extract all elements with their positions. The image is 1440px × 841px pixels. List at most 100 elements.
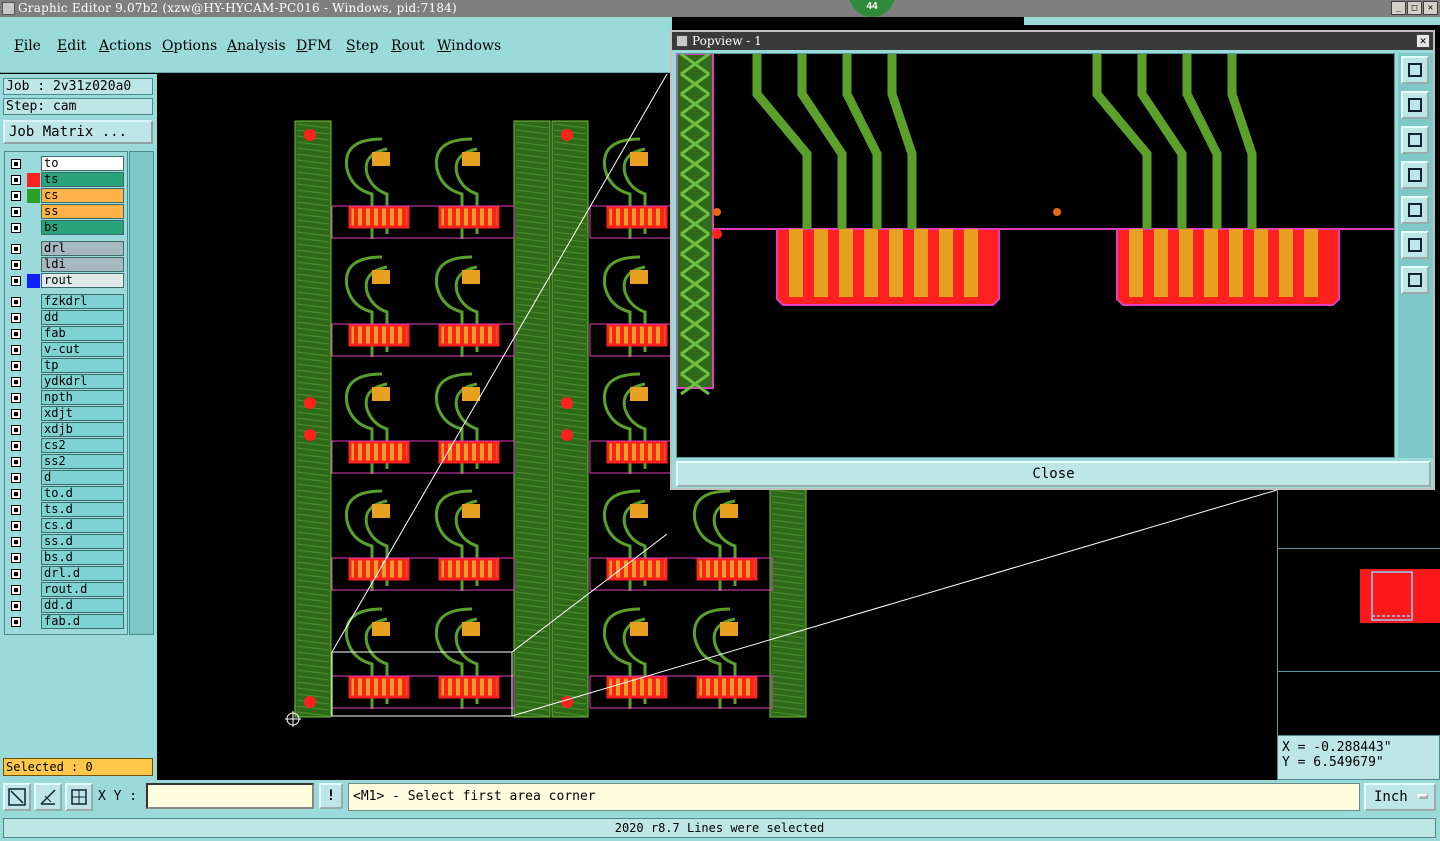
layer-name[interactable]: tp xyxy=(41,358,124,373)
exclamation-button[interactable]: ! xyxy=(319,783,343,809)
layer-row-v-cut[interactable]: v-cut xyxy=(5,342,127,358)
layer-row-ydkdrl[interactable]: ydkdrl xyxy=(5,374,127,390)
layer-name[interactable]: to.d xyxy=(41,486,124,501)
layer-checkbox[interactable] xyxy=(11,489,21,499)
layer-name[interactable]: fab xyxy=(41,326,124,341)
layer-row-dd-d[interactable]: dd.d xyxy=(5,598,127,614)
grid-icon[interactable] xyxy=(65,783,93,811)
layer-row-ss[interactable]: ss xyxy=(5,204,127,220)
layer-name[interactable]: dd xyxy=(41,310,124,325)
close-window-button[interactable]: ✕ xyxy=(1423,1,1438,15)
layer-checkbox[interactable] xyxy=(11,537,21,547)
menu-windows[interactable]: Windows xyxy=(437,38,502,54)
layer-checkbox[interactable] xyxy=(11,244,21,254)
menu-options[interactable]: Options xyxy=(162,38,218,54)
layer-name[interactable]: ss xyxy=(41,204,124,219)
overview-map[interactable] xyxy=(1278,548,1440,672)
layer-color-swatch[interactable] xyxy=(27,583,40,597)
xy-input[interactable] xyxy=(146,783,314,809)
layer-checkbox[interactable] xyxy=(11,345,21,355)
layer-checkbox[interactable] xyxy=(11,207,21,217)
menu-step[interactable]: Step xyxy=(346,38,379,54)
menu-edit[interactable]: Edit xyxy=(57,38,87,54)
layer-row-rout-d[interactable]: rout.d xyxy=(5,582,127,598)
layer-checkbox[interactable] xyxy=(11,409,21,419)
layer-name[interactable]: rout.d xyxy=(41,582,124,597)
layer-name[interactable]: v-cut xyxy=(41,342,124,357)
layer-checkbox[interactable] xyxy=(11,191,21,201)
menu-file[interactable]: File xyxy=(14,38,41,54)
layer-checkbox[interactable] xyxy=(11,505,21,515)
layer-name[interactable]: drl xyxy=(41,241,124,256)
board-view[interactable] xyxy=(157,74,1277,780)
layer-color-swatch[interactable] xyxy=(27,407,40,421)
pan-right-icon[interactable] xyxy=(1401,196,1429,224)
snap-icon[interactable] xyxy=(3,783,31,811)
zoom-window-icon[interactable] xyxy=(1401,56,1429,84)
layer-name[interactable]: ldi xyxy=(41,257,124,272)
layer-color-swatch[interactable] xyxy=(27,295,40,309)
popview-close-icon[interactable]: ✕ xyxy=(1416,34,1430,48)
layer-color-swatch[interactable] xyxy=(27,157,40,171)
layer-name[interactable]: ts.d xyxy=(41,502,124,517)
layer-row-rout[interactable]: rout xyxy=(5,273,127,289)
layer-row-cs-d[interactable]: cs.d xyxy=(5,518,127,534)
minimize-button[interactable]: _ xyxy=(1391,1,1406,15)
menu-dfm[interactable]: DFM xyxy=(296,38,332,54)
layer-color-swatch[interactable] xyxy=(27,327,40,341)
pan-down-icon[interactable] xyxy=(1401,126,1429,154)
menu-rout[interactable]: Rout xyxy=(391,38,425,54)
pan-left-icon[interactable] xyxy=(1401,161,1429,189)
layer-checkbox[interactable] xyxy=(11,601,21,611)
layer-row-fab[interactable]: fab xyxy=(5,326,127,342)
layer-checkbox[interactable] xyxy=(11,297,21,307)
layer-row-bs-d[interactable]: bs.d xyxy=(5,550,127,566)
layer-color-swatch[interactable] xyxy=(27,503,40,517)
layer-checkbox[interactable] xyxy=(11,569,21,579)
layer-color-swatch[interactable] xyxy=(27,375,40,389)
layer-row-drl-d[interactable]: drl.d xyxy=(5,566,127,582)
layer-color-swatch[interactable] xyxy=(27,189,40,203)
layer-color-swatch[interactable] xyxy=(27,274,40,288)
layer-checkbox[interactable] xyxy=(11,473,21,483)
popview-close-button[interactable]: Close xyxy=(676,461,1431,487)
layer-checkbox[interactable] xyxy=(11,159,21,169)
layer-row-fzkdrl[interactable]: fzkdrl xyxy=(5,294,127,310)
zoom-out-icon[interactable] xyxy=(1401,266,1429,294)
layer-name[interactable]: ss.d xyxy=(41,534,124,549)
layer-checkbox[interactable] xyxy=(11,425,21,435)
layer-checkbox[interactable] xyxy=(11,553,21,563)
layer-row-to-d[interactable]: to.d xyxy=(5,486,127,502)
layer-row-cs2[interactable]: cs2 xyxy=(5,438,127,454)
layer-name[interactable]: to xyxy=(41,156,124,171)
layer-row-npth[interactable]: npth xyxy=(5,390,127,406)
layer-name[interactable]: ydkdrl xyxy=(41,374,124,389)
layer-color-swatch[interactable] xyxy=(27,423,40,437)
layer-checkbox[interactable] xyxy=(11,361,21,371)
unit-selector[interactable]: Inch xyxy=(1364,783,1436,811)
layer-checkbox[interactable] xyxy=(11,585,21,595)
layer-name[interactable]: xdjt xyxy=(41,406,124,421)
layer-list-scrollbar[interactable] xyxy=(129,151,154,635)
layer-checkbox[interactable] xyxy=(11,377,21,387)
layer-color-swatch[interactable] xyxy=(27,173,40,187)
layer-color-swatch[interactable] xyxy=(27,567,40,581)
layer-name[interactable]: ts xyxy=(41,172,124,187)
layer-color-swatch[interactable] xyxy=(27,258,40,272)
layer-row-ss2[interactable]: ss2 xyxy=(5,454,127,470)
layer-color-swatch[interactable] xyxy=(27,343,40,357)
layer-row-ts-d[interactable]: ts.d xyxy=(5,502,127,518)
layer-row-dd[interactable]: dd xyxy=(5,310,127,326)
layer-row-ts[interactable]: ts xyxy=(5,172,127,188)
layer-name[interactable]: npth xyxy=(41,390,124,405)
pan-up-icon[interactable] xyxy=(1401,91,1429,119)
layer-color-swatch[interactable] xyxy=(27,599,40,613)
layer-name[interactable]: rout xyxy=(41,273,124,288)
layer-checkbox[interactable] xyxy=(11,441,21,451)
layer-row-to[interactable]: to xyxy=(5,156,127,172)
layer-checkbox[interactable] xyxy=(11,393,21,403)
layer-name[interactable]: xdjb xyxy=(41,422,124,437)
layer-name[interactable]: d xyxy=(41,470,124,485)
layer-row-ss-d[interactable]: ss.d xyxy=(5,534,127,550)
layer-color-swatch[interactable] xyxy=(27,359,40,373)
